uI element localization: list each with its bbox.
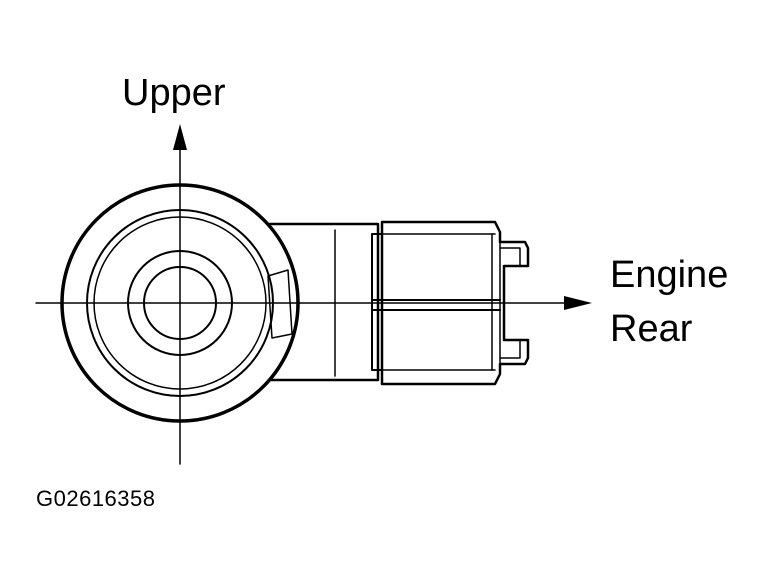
sensor-neck-outline [260,222,380,382]
connector-housing [380,220,530,386]
figure-code: G02616358 [36,486,156,511]
direction-label-rear: Rear [610,308,693,350]
direction-label-engine: Engine [610,254,729,296]
direction-label-upper: Upper [122,72,226,114]
rear-arrowhead-icon [564,296,592,310]
upper-arrowhead-icon [173,124,187,150]
latch-lower [499,339,521,359]
latch-upper [499,247,521,267]
ring-tab [267,269,293,339]
